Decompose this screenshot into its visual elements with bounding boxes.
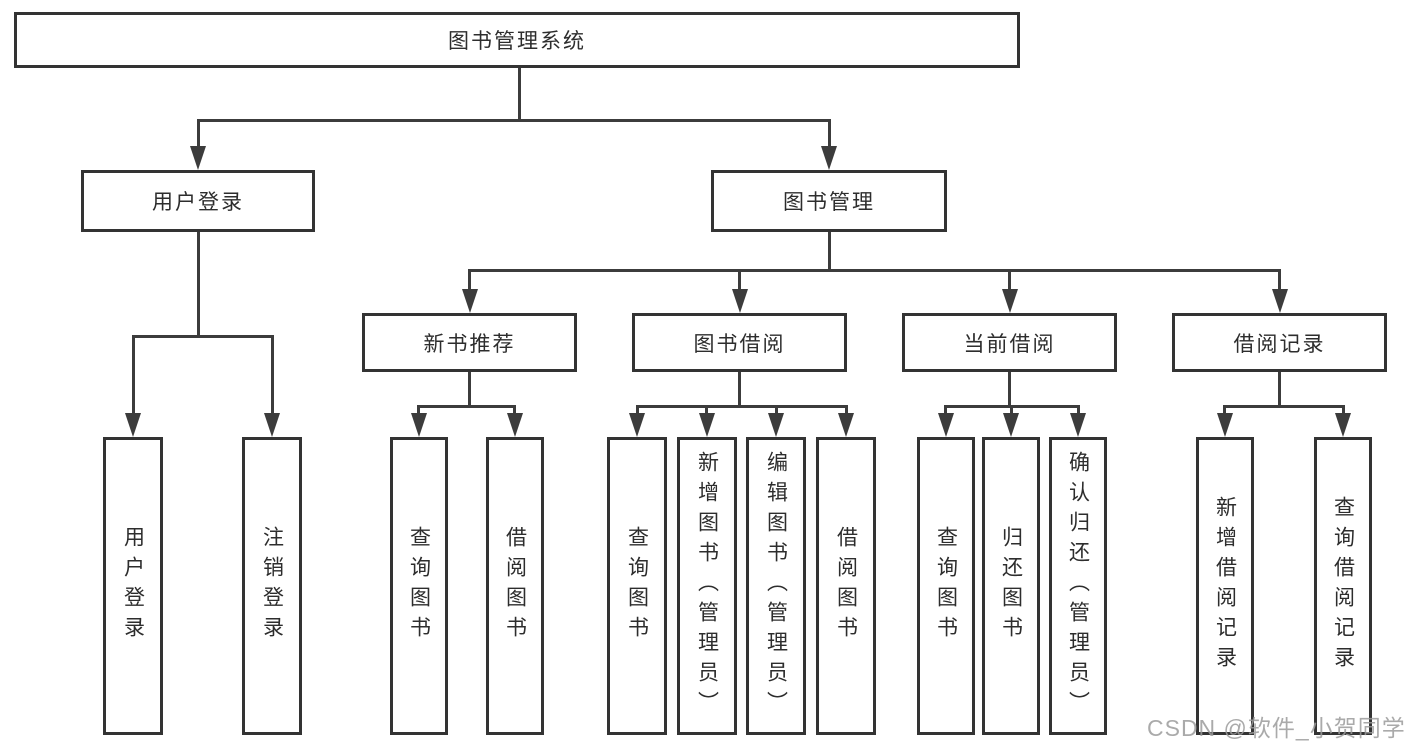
connector-level2-horizontal [197, 119, 831, 122]
connector-rec-branch-horizontal [417, 405, 516, 408]
arrow-current-query-books [938, 413, 954, 437]
connector-records-leaf1-shaft [1223, 405, 1226, 417]
leaf-borrow-borrow-books: 借阅图书 [816, 437, 876, 735]
node-borrowing-records-label: 借阅记录 [1233, 332, 1326, 356]
arrow-leaf-login [125, 413, 141, 437]
leaf-borrow-add-books-admin: 新增图书（管理员） [677, 437, 737, 735]
connector-current-shaft [1008, 269, 1011, 291]
arrow-new-book-recommendation [462, 289, 478, 313]
leaf-current-query-books-label: 查询图书 [934, 526, 958, 646]
connector-borrow-branch-vertical [738, 372, 741, 405]
arrow-book-borrowing [732, 289, 748, 313]
connector-login-horizontal [132, 335, 274, 338]
node-new-book-recommendation-label: 新书推荐 [423, 332, 516, 356]
connector-rec-leaf2-shaft [513, 405, 516, 417]
leaf-borrow-borrow-books-label: 借阅图书 [834, 526, 858, 646]
arrow-borrow-edit-books [768, 413, 784, 437]
leaf-current-confirm-return-admin: 确认归还（管理员） [1049, 437, 1107, 735]
leaf-records-query-record: 查询借阅记录 [1314, 437, 1372, 735]
leaf-current-return-books: 归还图书 [982, 437, 1040, 735]
arrow-records-query-record [1335, 413, 1351, 437]
connector-root-vertical [518, 68, 521, 119]
connector-bm-vertical [828, 232, 831, 269]
connector-rec-shaft [468, 269, 471, 291]
leaf-user-login-label: 用户登录 [121, 526, 145, 646]
node-user-login: 用户登录 [81, 170, 315, 232]
node-user-login-label: 用户登录 [152, 191, 244, 214]
connector-user-login-shaft [197, 119, 200, 149]
leaf-current-return-books-label: 归还图书 [999, 526, 1023, 646]
leaf-borrow-edit-books-admin: 编辑图书（管理员） [746, 437, 806, 735]
leaf-user-login: 用户登录 [103, 437, 163, 735]
connector-level3-horizontal [468, 269, 1281, 272]
connector-leaf-logout-shaft [271, 335, 274, 415]
node-book-borrowing-label: 图书借阅 [693, 332, 786, 356]
node-root: 图书管理系统 [14, 12, 1020, 68]
leaf-borrow-query-books: 查询图书 [607, 437, 667, 735]
connector-records-branch-horizontal [1223, 405, 1345, 408]
connector-rec-branch-vertical [468, 372, 471, 405]
arrow-leaf-logout [264, 413, 280, 437]
leaf-records-add-record: 新增借阅记录 [1196, 437, 1254, 735]
leaf-borrow-query-books-label: 查询图书 [625, 526, 649, 646]
connector-borrow-leaf2-shaft [705, 405, 708, 417]
arrow-rec-borrow-books [507, 413, 523, 437]
leaf-logout-label: 注销登录 [260, 526, 284, 646]
arrow-user-login [190, 146, 206, 170]
arrow-rec-query-books [411, 413, 427, 437]
node-book-management-label: 图书管理 [783, 191, 875, 214]
connector-current-leaf1-shaft [944, 405, 947, 417]
leaf-rec-borrow-books-label: 借阅图书 [503, 526, 527, 646]
node-book-management: 图书管理 [711, 170, 947, 232]
connector-borrow-leaf1-shaft [636, 405, 639, 417]
connector-rec-leaf1-shaft [417, 405, 420, 417]
arrow-records-add-record [1217, 413, 1233, 437]
node-root-label: 图书管理系统 [448, 30, 586, 53]
arrow-current-confirm-return [1070, 413, 1086, 437]
leaf-rec-query-books-label: 查询图书 [407, 526, 431, 646]
csdn-watermark: CSDN @软件_小贺同学 [1147, 715, 1405, 741]
leaf-records-query-record-label: 查询借阅记录 [1331, 496, 1355, 676]
connector-current-leaf3-shaft [1077, 405, 1080, 417]
arrow-current-return-books [1003, 413, 1019, 437]
arrow-book-management [821, 146, 837, 170]
connector-login-vertical [197, 232, 200, 335]
node-book-borrowing: 图书借阅 [632, 313, 847, 372]
connector-leaf-login-shaft [132, 335, 135, 415]
connector-current-leaf2-shaft [1010, 405, 1013, 417]
leaf-rec-borrow-books: 借阅图书 [486, 437, 544, 735]
connector-records-leaf2-shaft [1342, 405, 1345, 417]
node-borrowing-records: 借阅记录 [1172, 313, 1387, 372]
leaf-current-confirm-return-admin-label: 确认归还（管理员） [1066, 451, 1090, 721]
connector-records-shaft [1278, 269, 1281, 291]
arrow-borrowing-records [1272, 289, 1288, 313]
connector-borrow-leaf4-shaft [845, 405, 848, 417]
connector-borrow-leaf3-shaft [775, 405, 778, 417]
leaf-logout: 注销登录 [242, 437, 302, 735]
leaf-borrow-edit-books-admin-label: 编辑图书（管理员） [764, 451, 788, 721]
connector-borrow-branch-horizontal [636, 405, 848, 408]
node-current-borrowing-label: 当前借阅 [963, 332, 1056, 356]
connector-current-branch-vertical [1008, 372, 1011, 405]
connector-book-management-shaft [828, 119, 831, 149]
arrow-borrow-query-books [629, 413, 645, 437]
arrow-borrow-add-books [699, 413, 715, 437]
arrow-current-borrowing [1002, 289, 1018, 313]
leaf-rec-query-books: 查询图书 [390, 437, 448, 735]
node-new-book-recommendation: 新书推荐 [362, 313, 577, 372]
leaf-current-query-books: 查询图书 [917, 437, 975, 735]
connector-records-branch-vertical [1278, 372, 1281, 405]
node-current-borrowing: 当前借阅 [902, 313, 1117, 372]
arrow-borrow-borrow-books [838, 413, 854, 437]
leaf-borrow-add-books-admin-label: 新增图书（管理员） [695, 451, 719, 721]
connector-borrow-shaft [738, 269, 741, 291]
leaf-records-add-record-label: 新增借阅记录 [1213, 496, 1237, 676]
